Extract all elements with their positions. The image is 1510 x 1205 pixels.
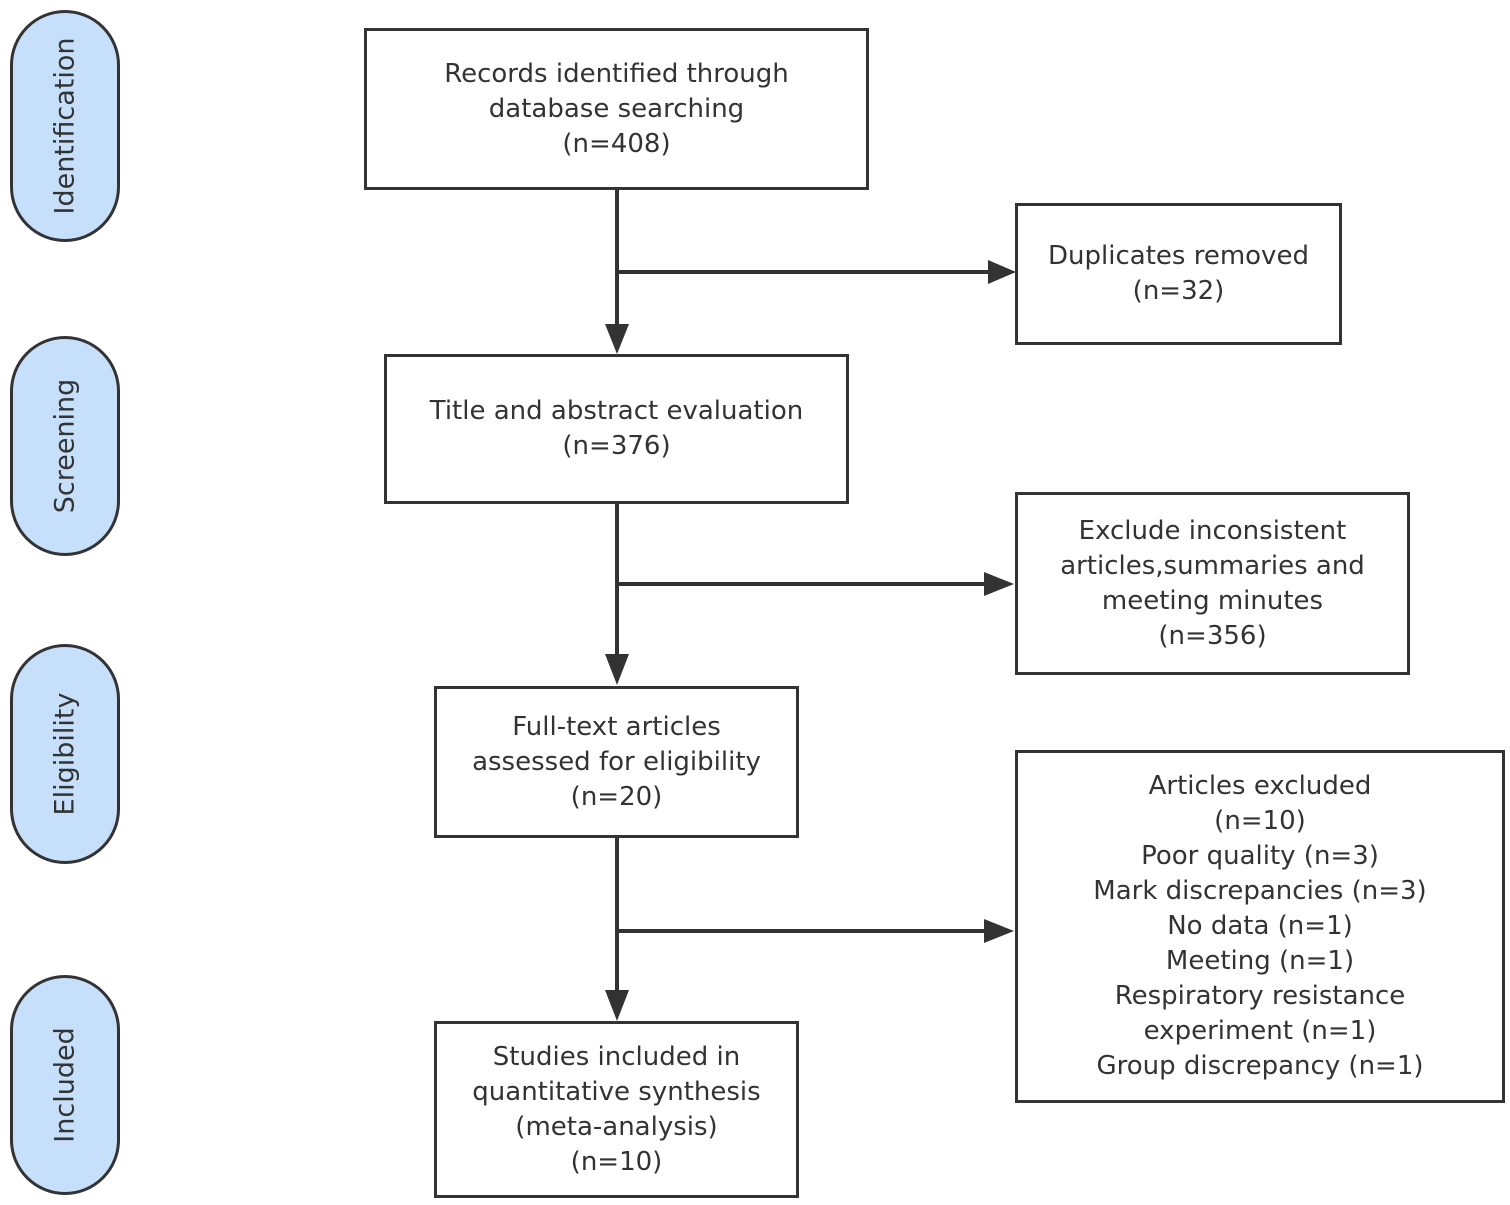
exclusion-reason: Respiratory resistance — [1114, 981, 1406, 1011]
box-studies-included: Studies included in quantitative synthes… — [434, 1021, 799, 1198]
box-records-identified: Records identified through database sear… — [364, 28, 869, 190]
stage-included: Included — [10, 975, 120, 1195]
articles-excluded-line1: Articles excluded — [1148, 771, 1372, 801]
included-line1: Studies included in — [492, 1041, 741, 1072]
title-abstract-line1: Title and abstract evaluation — [429, 396, 804, 426]
box-exclude-inconsistent: Exclude inconsistent articles,summaries … — [1015, 492, 1410, 675]
exclude-inconsistent-count: (n=356) — [1158, 620, 1267, 651]
full-text-line2: assessed for eligibility — [472, 746, 761, 777]
exclusion-reason: Mark discrepancies (n=3) — [1093, 876, 1427, 906]
records-line2: database searching — [488, 93, 745, 124]
duplicates-line1: Duplicates removed — [1048, 241, 1309, 271]
arrowhead-exclude-inconsistent — [984, 572, 1014, 596]
included-count: (n=10) — [570, 1146, 663, 1177]
records-line1: Records identified through — [444, 58, 789, 89]
arrowhead-included — [605, 990, 629, 1021]
arrowhead-screening — [605, 324, 629, 354]
arrowhead-articles-excluded — [984, 919, 1014, 943]
exclusion-reason: experiment (n=1) — [1143, 1016, 1377, 1046]
box-duplicates-removed: Duplicates removed (n=32) — [1015, 203, 1342, 345]
exclusion-reason: Meeting (n=1) — [1165, 946, 1355, 976]
arrowhead-eligibility — [605, 654, 629, 685]
exclusion-reason: Group discrepancy (n=1) — [1096, 1051, 1424, 1081]
full-text-count: (n=20) — [570, 781, 663, 812]
arrowhead-duplicates — [988, 260, 1016, 284]
stage-eligibility: Eligibility — [10, 644, 120, 864]
box-title-abstract: Title and abstract evaluation (n=376) — [384, 354, 849, 504]
full-text-line1: Full-text articles — [512, 711, 721, 742]
articles-excluded-count: (n=10) — [1214, 806, 1306, 836]
stage-screening: Screening — [10, 336, 120, 556]
duplicates-count: (n=32) — [1132, 276, 1225, 306]
exclusion-reason: No data (n=1) — [1167, 911, 1353, 941]
stage-identification: Identification — [10, 10, 120, 242]
records-count: (n=408) — [562, 128, 671, 159]
exclude-inconsistent-line2: articles,summaries and — [1060, 550, 1365, 581]
title-abstract-count: (n=376) — [562, 431, 671, 461]
included-line3: (meta-analysis) — [515, 1111, 718, 1142]
box-articles-excluded: Articles excluded (n=10) Poor quality (n… — [1015, 750, 1505, 1103]
box-full-text: Full-text articles assessed for eligibil… — [434, 686, 799, 838]
included-line2: quantitative synthesis — [472, 1076, 761, 1107]
exclude-inconsistent-line3: meeting minutes — [1101, 585, 1324, 616]
exclusion-reason: Poor quality (n=3) — [1141, 841, 1379, 871]
exclude-inconsistent-line1: Exclude inconsistent — [1078, 515, 1347, 546]
